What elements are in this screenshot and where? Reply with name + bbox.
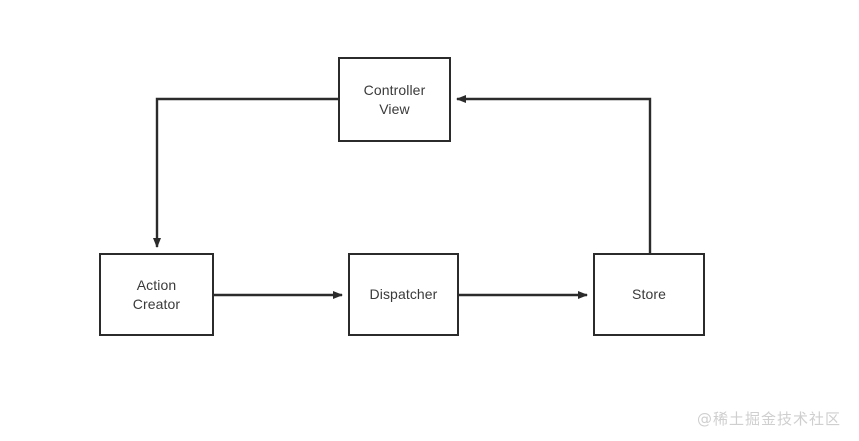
- node-dispatcher[interactable]: Dispatcher: [348, 253, 459, 336]
- edge-store-to-controller-view: [456, 95, 652, 253]
- node-controller-view-label: Controller View: [363, 82, 426, 117]
- node-store[interactable]: Store: [593, 253, 705, 336]
- watermark-text: @稀土掘金技术社区: [696, 410, 841, 428]
- node-dispatcher-label: Dispatcher: [369, 286, 438, 303]
- node-controller-view[interactable]: Controller View: [338, 57, 451, 142]
- node-action-creator-label: Action Creator: [132, 277, 181, 312]
- node-store-label: Store: [632, 286, 666, 303]
- node-action-creator[interactable]: Action Creator: [99, 253, 214, 336]
- edge-controller-view-to-action-creator: [153, 97, 338, 248]
